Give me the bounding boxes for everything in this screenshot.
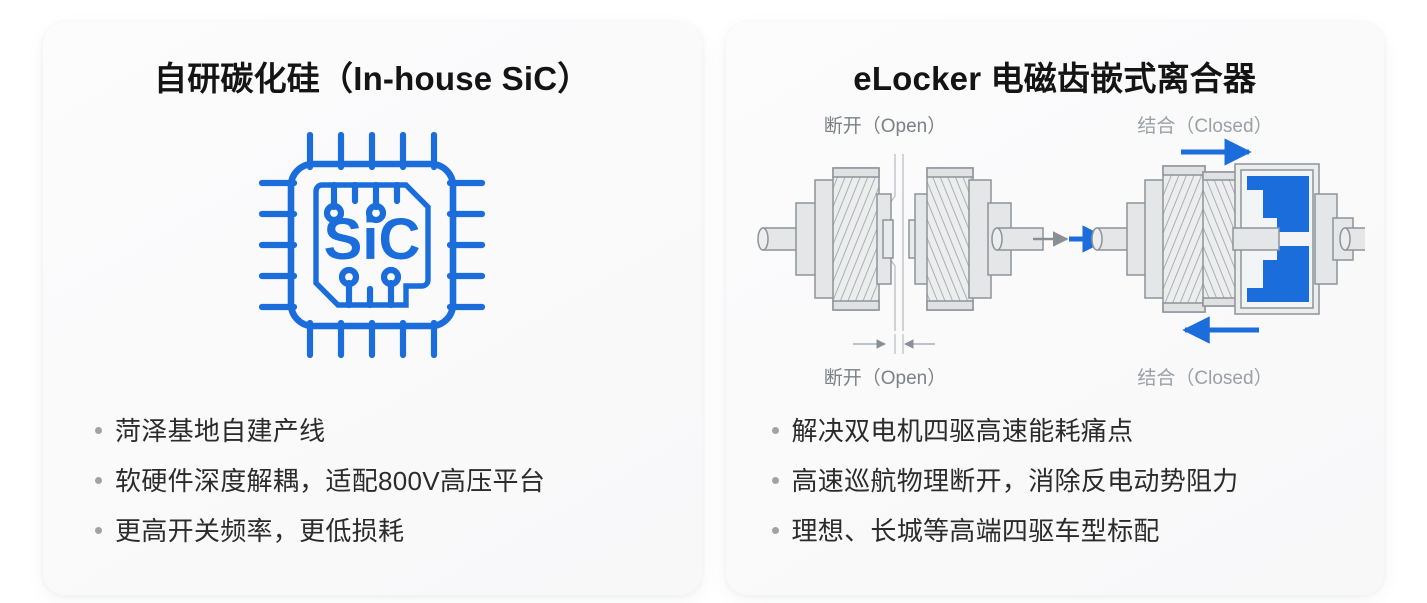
card-sic: 自研碳化硅（In-house SiC） <box>43 22 702 595</box>
elocker-panel-closed: 结合（Closed） <box>1068 115 1365 389</box>
card-elocker: eLocker 电磁齿嵌式离合器 <box>725 22 1385 595</box>
list-item: 更高开关频率，更低损耗 <box>95 514 702 549</box>
bullet-list-elocker: 解决双电机四驱高速能耗痛点 高速巡航物理断开，消除反电动势阻力 理想、长城等高端… <box>726 414 1385 595</box>
panel-open-top-label: 断开（Open） <box>824 115 946 137</box>
list-item: 菏泽基地自建产线 <box>95 414 702 449</box>
page-title-sic: 自研碳化硅（In-house SiC） <box>154 60 591 97</box>
list-item-label: 软硬件深度解耦，适配800V高压平台 <box>115 465 546 496</box>
list-item-label: 理想、长城等高端四驱车型标配 <box>791 515 1160 546</box>
bullet-dot-icon <box>771 526 779 534</box>
electromagnet-coil <box>1246 175 1309 302</box>
elocker-diagram: 断开（Open） <box>757 115 1365 389</box>
list-item-label: 菏泽基地自建产线 <box>115 415 326 446</box>
panel-open-bottom-label: 断开（Open） <box>824 367 946 389</box>
panel-closed-top-label: 结合（Closed） <box>1137 115 1272 137</box>
sic-chip-icon: SiC <box>259 131 486 359</box>
elocker-panel-open: 断开（Open） <box>757 115 1069 389</box>
bullet-dot-icon <box>771 476 779 484</box>
bullet-dot-icon <box>95 476 102 484</box>
list-item: 高速巡航物理断开，消除反电动势阻力 <box>771 464 1385 499</box>
list-item-label: 高速巡航物理断开，消除反电动势阻力 <box>791 465 1239 496</box>
sic-chip-figure: SiC <box>254 120 490 370</box>
bullet-dot-icon <box>95 526 102 534</box>
list-item: 软硬件深度解耦，适配800V高压平台 <box>95 464 702 499</box>
bullet-dot-icon <box>95 426 102 434</box>
list-item-label: 解决双电机四驱高速能耗痛点 <box>791 415 1134 446</box>
elocker-figure: 断开（Open） <box>726 106 1385 396</box>
gap-dimension-icon <box>852 333 935 354</box>
panel-closed-bottom-label: 结合（Closed） <box>1137 367 1272 389</box>
list-item-label: 更高开关频率，更低损耗 <box>115 515 405 546</box>
page-title-elocker: eLocker 电磁齿嵌式离合器 <box>853 60 1257 97</box>
bullet-list-sic: 菏泽基地自建产线 软硬件深度解耦，适配800V高压平台 更高开关频率，更低损耗 <box>43 414 702 595</box>
sic-chip-label: SiC <box>324 207 421 272</box>
list-item: 理想、长城等高端四驱车型标配 <box>771 514 1385 549</box>
bullet-dot-icon <box>771 426 779 434</box>
list-item: 解决双电机四驱高速能耗痛点 <box>771 414 1385 449</box>
